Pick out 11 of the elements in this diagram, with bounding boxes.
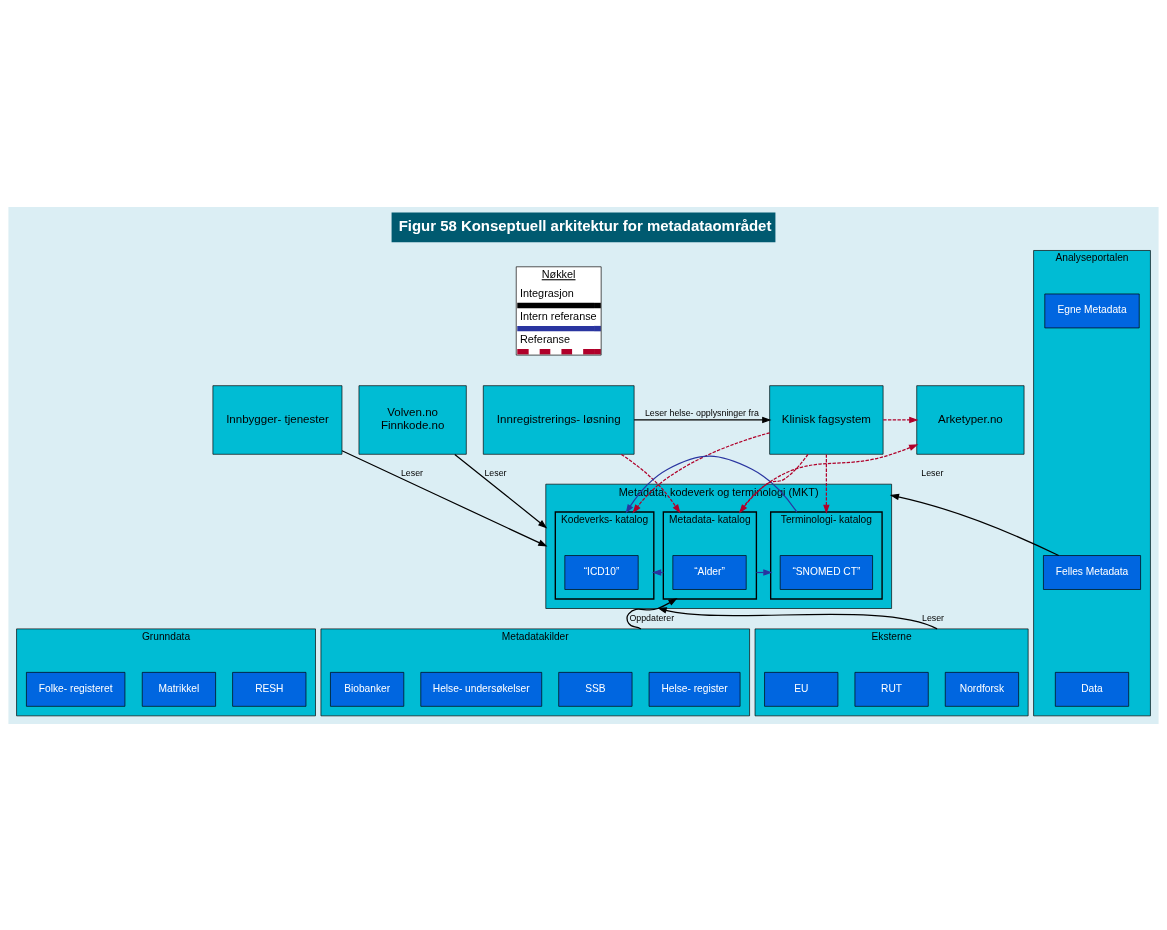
edge-label: Oppdaterer <box>629 612 675 623</box>
label: Nøkkel <box>541 267 576 280</box>
edge-label: Leser helse- opplysninger fra <box>644 407 759 417</box>
edge-label: Leser <box>400 467 424 478</box>
legend-label: Intern referanse <box>519 309 597 322</box>
edge-label: Leser <box>921 612 945 623</box>
diagram-title: Figur 58 Konseptuell arkitektur for metadataområdet <box>398 216 772 234</box>
edge-label: Leser <box>921 467 944 478</box>
legend-label: Integrasjon <box>519 286 574 299</box>
edge-label: Leser <box>484 467 507 478</box>
legend-label: Referanse <box>519 332 571 345</box>
